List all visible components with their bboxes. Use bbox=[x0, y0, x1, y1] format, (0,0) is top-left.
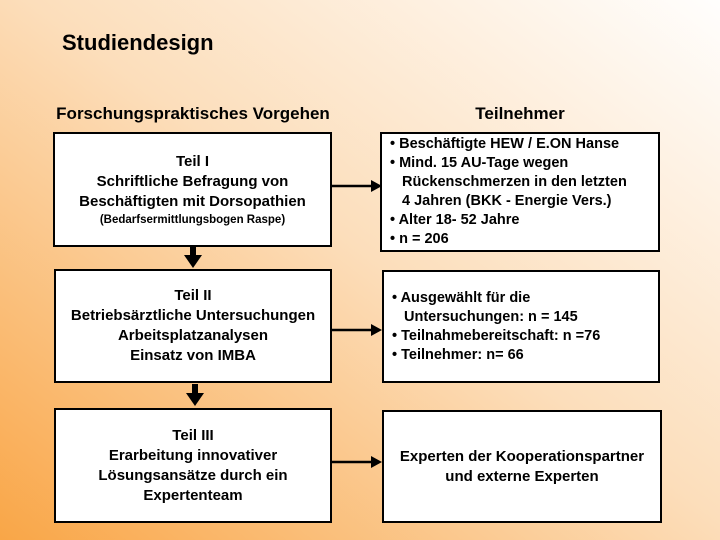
box-line: Teil II bbox=[174, 287, 212, 304]
bullet-line-continuation: Rückenschmerzen in den letzten bbox=[402, 174, 627, 190]
bullet-line: • Mind. 15 AU-Tage wegen bbox=[390, 155, 569, 171]
bullet-line: • n = 206 bbox=[390, 231, 449, 247]
bullet-line: • Beschäftigte HEW / E.ON Hanse bbox=[390, 136, 620, 152]
slide-title: Studiendesign bbox=[62, 30, 214, 55]
bullet-line-continuation: 4 Jahren (BKK - Energie Vers.) bbox=[402, 193, 612, 209]
box-line: Einsatz von IMBA bbox=[130, 347, 256, 364]
box-line: Betriebsärztliche Untersuchungen bbox=[70, 307, 316, 324]
column-header-vorgehen: Forschungspraktisches Vorgehen bbox=[56, 104, 330, 123]
arrow-down-icon bbox=[185, 384, 205, 406]
participants-box-teil-2: • Ausgewählt für die Untersuchungen: n =… bbox=[382, 270, 660, 383]
bullet-line: • Ausgewählt für die bbox=[392, 289, 531, 306]
arrow-right-icon bbox=[332, 455, 382, 469]
flow-box-teil-1: Teil I Schriftliche Befragung von Beschä… bbox=[53, 132, 332, 247]
box-line: Schriftliche Befragung von bbox=[96, 172, 289, 190]
bullet-line: • Alter 18- 52 Jahre bbox=[390, 212, 520, 228]
bullet-line: • Teilnahmebereitschaft: n =76 bbox=[392, 327, 601, 344]
arrow-right-icon bbox=[332, 323, 382, 337]
flow-box-teil-3: Teil III Erarbeitung innovativer Lösungs… bbox=[54, 408, 332, 523]
flow-box-teil-2: Teil II Betriebsärztliche Untersuchungen… bbox=[54, 269, 332, 383]
box-note: (Bedarfsermittlungsbogen Raspe) bbox=[99, 213, 286, 226]
box-line: und externe Experten bbox=[445, 467, 599, 485]
box-line: Lösungsansätze durch ein bbox=[98, 466, 288, 484]
arrow-down-icon bbox=[183, 246, 203, 268]
box-line: Erarbeitung innovativer bbox=[108, 446, 278, 464]
arrow-right-icon bbox=[332, 179, 382, 193]
bullet-line: • Teilnehmer: n= 66 bbox=[392, 346, 524, 363]
box-line: Teil III bbox=[172, 426, 214, 444]
box-line: Experten der Kooperationspartner bbox=[399, 447, 645, 465]
column-header-teilnehmer: Teilnehmer bbox=[475, 104, 565, 123]
box-line: Arbeitsplatzanalysen bbox=[117, 327, 269, 344]
box-line: Teil I bbox=[175, 152, 210, 170]
box-line: Beschäftigten mit Dorsopathien bbox=[79, 192, 306, 210]
participants-box-teil-1: • Beschäftigte HEW / E.ON Hanse • Mind. … bbox=[380, 132, 660, 252]
box-line: Expertenteam bbox=[143, 486, 243, 504]
participants-box-teil-3: Experten der Kooperationspartner und ext… bbox=[382, 410, 662, 523]
bullet-line-continuation: Untersuchungen: n = 145 bbox=[404, 308, 578, 325]
